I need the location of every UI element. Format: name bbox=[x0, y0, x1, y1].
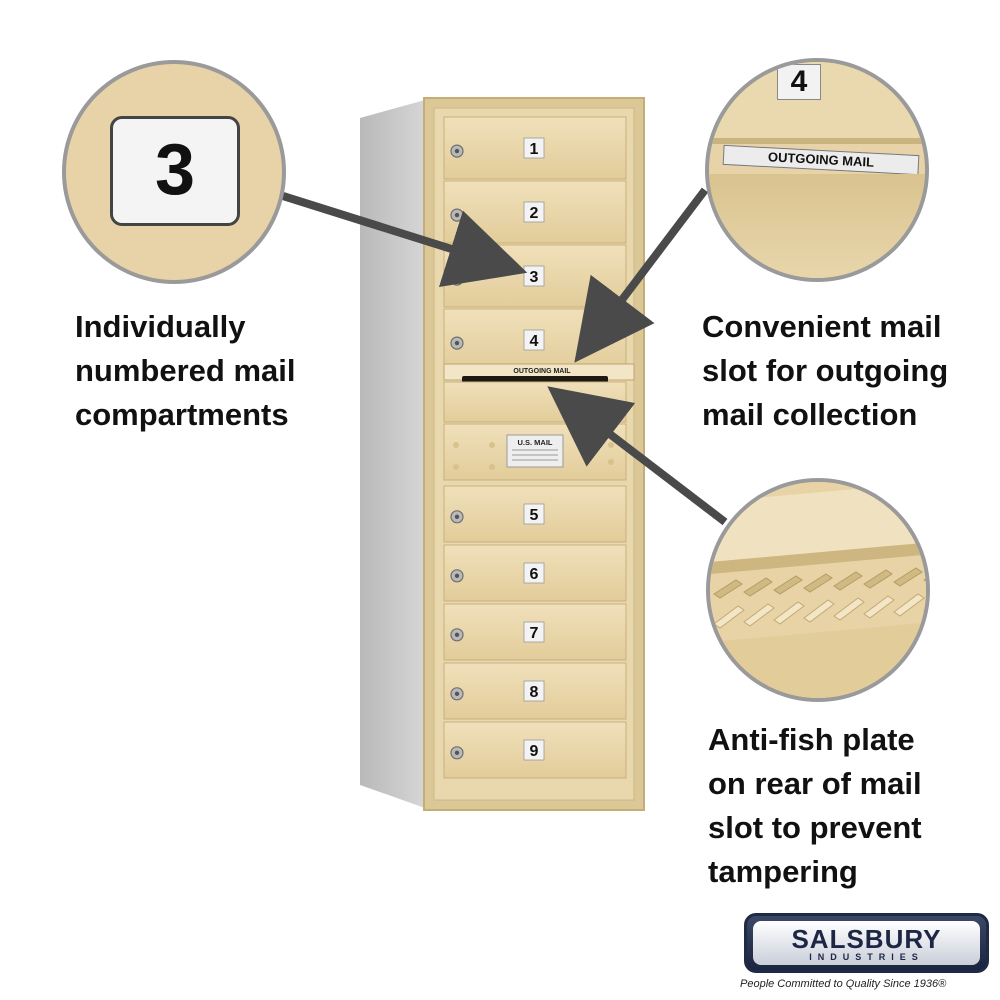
compartment-door[interactable]: 2 bbox=[443, 180, 627, 244]
zoom-number-label: 3 bbox=[154, 130, 196, 210]
anti-fish-tab bbox=[893, 593, 925, 617]
anti-fish-tab bbox=[803, 573, 833, 593]
number-plate bbox=[523, 137, 545, 159]
bottom-compartments: 5 6 7 8 9 bbox=[443, 485, 627, 779]
compartment-number: 2 bbox=[530, 205, 539, 222]
arrow-to-anti-fish-plate bbox=[547, 386, 728, 526]
outgoing-slot: OUTGOING MAIL bbox=[443, 363, 635, 423]
zoom-number-plate-4: 4 bbox=[777, 64, 821, 100]
usmail-panel: U.S. MAIL bbox=[443, 423, 627, 481]
brand-tagline: People Committed to Quality Since 1936® bbox=[740, 978, 947, 990]
compartment-door[interactable]: 8 bbox=[443, 662, 627, 720]
compartment-door[interactable]: 1 bbox=[443, 116, 627, 180]
number-plate bbox=[523, 739, 545, 761]
zoom-circle-outgoing-slot: 4 OUTGOING MAIL bbox=[705, 58, 929, 282]
anti-fish-tab bbox=[773, 601, 805, 625]
compartment-door[interactable]: 5 bbox=[443, 485, 627, 543]
anti-fish-tab bbox=[923, 578, 926, 582]
anti-fish-tab bbox=[743, 577, 773, 597]
anti-fish-tab bbox=[833, 597, 865, 621]
compartment-number: 3 bbox=[530, 269, 539, 286]
callout-numbered-compartments: Individually numbered mail compartments bbox=[75, 309, 296, 432]
anti-fish-tab bbox=[713, 579, 743, 599]
logo-wordmark: SALSBURY bbox=[791, 924, 942, 954]
zoom-circle-anti-fish-plate bbox=[706, 478, 930, 702]
anti-fish-tab bbox=[863, 569, 893, 589]
anti-fish-tab bbox=[743, 603, 775, 627]
callout-outgoing-slot: Convenient mail slot for outgoing mail c… bbox=[702, 309, 949, 432]
number-plate bbox=[523, 680, 545, 702]
number-plate bbox=[523, 621, 545, 643]
number-plate bbox=[523, 562, 545, 584]
callout-anti-fish-plate: Anti-fish plate on rear of mail slot to … bbox=[708, 722, 922, 889]
compartment-number: 8 bbox=[530, 684, 539, 701]
compartment-number: 1 bbox=[530, 141, 539, 158]
number-plate: 3 bbox=[110, 116, 240, 226]
compartment-number: 6 bbox=[530, 566, 539, 583]
compartment-number: 7 bbox=[530, 625, 539, 642]
salsbury-logo: SALSBURY INDUSTRIES bbox=[744, 913, 989, 973]
number-plate bbox=[523, 329, 545, 351]
arrow-to-compartment-3 bbox=[281, 192, 528, 287]
arrow-to-outgoing-slot bbox=[574, 187, 709, 363]
anti-fish-tab bbox=[833, 571, 863, 591]
compartment-number: 4 bbox=[530, 333, 539, 350]
anti-fish-plate-graphic bbox=[710, 482, 926, 698]
anti-fish-tab bbox=[863, 595, 895, 619]
zoom-circle-compartment-number: 3 bbox=[62, 60, 286, 284]
logo-subtitle: INDUSTRIES bbox=[809, 952, 924, 962]
compartment-number: 5 bbox=[530, 507, 539, 524]
compartment-door[interactable]: 6 bbox=[443, 544, 627, 602]
compartment-door[interactable]: 4 bbox=[443, 308, 627, 372]
number-plate bbox=[523, 503, 545, 525]
zoom-number-4-label: 4 bbox=[790, 65, 808, 98]
mailbox-side-panel bbox=[360, 100, 425, 808]
anti-fish-tab bbox=[713, 605, 745, 629]
compartment-number: 9 bbox=[530, 743, 539, 760]
zoom-slot-label: OUTGOING MAIL bbox=[767, 149, 875, 170]
slot-label: OUTGOING MAIL bbox=[513, 368, 571, 375]
compartment-door[interactable]: 9 bbox=[443, 721, 627, 779]
compartment-door[interactable]: 7 bbox=[443, 603, 627, 661]
anti-fish-tab bbox=[893, 567, 923, 587]
usmail-label: U.S. MAIL bbox=[518, 438, 553, 447]
anti-fish-tab bbox=[773, 575, 803, 595]
anti-fish-tab bbox=[803, 599, 835, 623]
zoom-slot-label-plate: OUTGOING MAIL bbox=[722, 144, 920, 176]
